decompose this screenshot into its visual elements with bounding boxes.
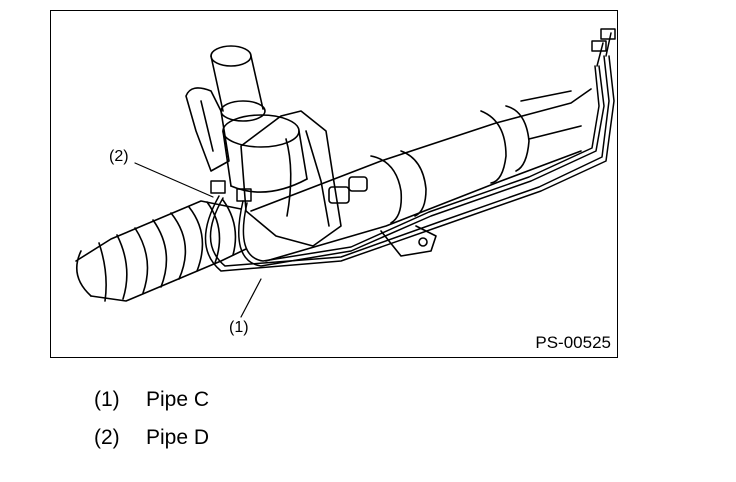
steering-gearbox-drawing (75, 28, 616, 318)
bracket (185, 87, 230, 172)
figure-frame: (2) (1) PS-00525 (50, 10, 618, 358)
input-shaft (210, 45, 308, 193)
valve-body (240, 110, 368, 247)
legend-number: (1) (94, 388, 120, 411)
pipe-c (236, 40, 607, 267)
legend-item-pipe-c: (1) Pipe C (94, 386, 209, 424)
mounting-tab (380, 225, 437, 257)
pipe-d (204, 28, 616, 272)
rack-housing (250, 88, 592, 262)
figure-code: PS-00525 (535, 333, 611, 352)
legend-label: Pipe C (146, 388, 210, 411)
leader-line-1 (240, 278, 262, 318)
callout-2: (2) (109, 148, 129, 165)
bellows-boot (75, 199, 247, 302)
leader-line-2 (134, 162, 214, 198)
legend-label: Pipe D (146, 426, 210, 449)
callout-1: (1) (229, 319, 249, 336)
legend: (1) Pipe C (2) Pipe D (94, 386, 209, 462)
legend-item-pipe-d: (2) Pipe D (94, 424, 209, 462)
legend-number: (2) (94, 426, 120, 449)
